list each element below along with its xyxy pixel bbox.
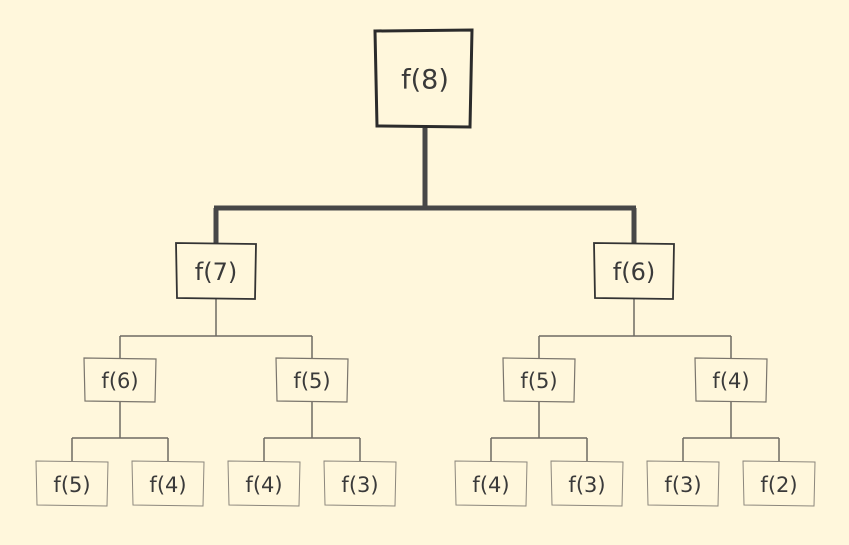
node-l2-b: f(5)	[275, 357, 349, 403]
node-l2-a-label: f(6)	[101, 369, 138, 393]
node-l3-e: f(4)	[454, 460, 528, 507]
node-l2-c: f(5)	[502, 357, 576, 403]
node-l3-g: f(3)	[646, 460, 720, 507]
node-l2-b-label: f(5)	[293, 369, 330, 393]
connectors-level-3	[71, 402, 780, 461]
node-l2-a: f(6)	[83, 357, 157, 403]
node-l3-a-label: f(5)	[53, 473, 90, 497]
node-l3-g-label: f(3)	[664, 473, 701, 497]
node-l3-d: f(3)	[323, 460, 397, 507]
node-l2-d-label: f(4)	[712, 369, 749, 393]
connectors-root	[213, 128, 637, 243]
node-l3-h-label: f(2)	[760, 473, 797, 497]
node-l2-d: f(4)	[694, 357, 768, 403]
node-l3-e-label: f(4)	[472, 473, 509, 497]
node-l3-f: f(3)	[550, 460, 624, 507]
node-l3-h: f(2)	[742, 460, 816, 507]
node-l2-c-label: f(5)	[520, 369, 557, 393]
node-l1-right-label: f(6)	[613, 258, 655, 286]
node-l3-b: f(4)	[131, 460, 205, 507]
node-l3-a: f(5)	[35, 460, 109, 507]
node-l3-c-label: f(4)	[245, 473, 282, 497]
node-root-label: f(8)	[401, 65, 449, 96]
connectors-level-2	[119, 299, 732, 358]
node-root: f(8)	[373, 28, 474, 129]
node-l3-f-label: f(3)	[568, 473, 605, 497]
node-l1-left-label: f(7)	[195, 258, 237, 286]
node-l1-left: f(7)	[175, 242, 257, 300]
node-l3-b-label: f(4)	[149, 473, 186, 497]
node-l3-d-label: f(3)	[341, 473, 378, 497]
node-l1-right: f(6)	[593, 242, 675, 300]
node-l3-c: f(4)	[227, 460, 301, 507]
